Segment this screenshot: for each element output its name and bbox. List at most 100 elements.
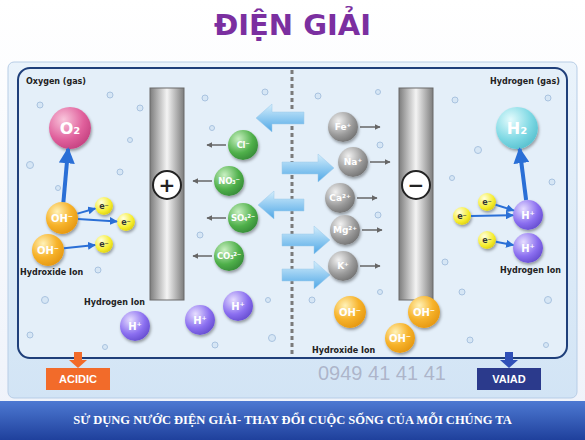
- bubble: [202, 95, 208, 101]
- bubble: [56, 186, 61, 191]
- electron: e⁻: [478, 193, 496, 211]
- bubble: [210, 126, 215, 131]
- node-text: e⁻: [457, 212, 467, 221]
- bubble: [269, 335, 276, 342]
- node-text: H⁺: [128, 321, 142, 332]
- bubble: [27, 332, 33, 338]
- node-text: K⁺: [337, 261, 349, 271]
- bubble: [137, 105, 143, 111]
- bubble: [95, 267, 101, 273]
- caption-band: SỬ DỤNG NƯỚC ĐIỆN GIẢI- THAY ĐỔI CUỘC SỐ…: [0, 401, 585, 440]
- bubble: [103, 345, 108, 350]
- node-text: −: [408, 173, 425, 197]
- annotation-label: Hydroxide Ion: [20, 268, 83, 277]
- bubble: [378, 290, 383, 295]
- electron-transfer-arrow: [471, 214, 513, 217]
- hydrogen-ion: H⁺: [513, 233, 543, 263]
- watermark: 0949 41 41 41: [318, 362, 446, 385]
- bubble: [450, 176, 455, 181]
- annotation-label: Hydroxide Ion: [312, 346, 375, 355]
- annotation-label: Hydrogen Ion: [84, 298, 145, 307]
- cation: Fe⁺: [328, 112, 358, 142]
- gas-release-arrow: [63, 149, 68, 202]
- panel-background: [8, 62, 577, 398]
- ion-motion-arrow: [207, 144, 226, 146]
- node-text: OH⁻: [51, 213, 73, 224]
- flow-arrow: [256, 104, 304, 132]
- node-text: e⁻: [99, 202, 109, 211]
- hydrogen-ion: H⁺: [185, 305, 215, 335]
- hydroxide-ion: OH⁻: [334, 296, 366, 328]
- node-text: e⁻: [121, 218, 131, 227]
- node-text: H⁺: [193, 315, 207, 326]
- hydroxide-ion: OH⁻: [32, 234, 64, 266]
- outlet-arrow: [69, 352, 87, 368]
- bubble: [442, 259, 448, 265]
- bubble: [467, 337, 473, 343]
- electrode-sign: −: [401, 170, 431, 200]
- node-text: ACIDIC: [59, 373, 97, 385]
- electron-transfer-arrow: [64, 245, 95, 248]
- annotation-label: Hydrogen Ion: [500, 266, 561, 275]
- node-text: SO₄²⁻: [231, 213, 255, 223]
- node-text: Ca²⁺: [329, 193, 350, 203]
- hydroxide-ion: OH⁻: [46, 202, 78, 234]
- bubble: [37, 102, 43, 108]
- node-text: Fe⁺: [335, 122, 352, 132]
- bubble: [452, 97, 458, 103]
- anion: NO₃⁻: [214, 166, 244, 196]
- bubble: [475, 147, 482, 154]
- cation: Ca²⁺: [325, 183, 355, 213]
- hydroxide-ion: OH⁻: [385, 323, 415, 353]
- bubble: [266, 298, 271, 303]
- bubble: [544, 343, 549, 348]
- bubble: [212, 342, 218, 348]
- electron-transfer-arrow: [496, 242, 514, 245]
- anion: CO₃²⁻: [214, 241, 244, 271]
- electron: e⁻: [95, 235, 113, 253]
- cation: K⁺: [328, 251, 358, 281]
- electron: e⁻: [95, 197, 113, 215]
- bubble: [377, 142, 383, 148]
- anion: SO₄²⁻: [228, 203, 258, 233]
- ion-motion-arrow: [207, 217, 226, 219]
- flow-arrow: [282, 261, 330, 289]
- node-text: H⁺: [521, 210, 535, 221]
- ion-motion-arrow: [357, 197, 377, 199]
- bubble: [376, 90, 381, 95]
- node-text: VAIAD: [492, 373, 525, 385]
- annotation-label: Hydrogen (gas): [490, 77, 560, 86]
- bubble: [545, 297, 552, 304]
- hydrogen-ion: H⁺: [120, 311, 150, 341]
- outlet-box: VAIAD: [477, 368, 541, 390]
- annotation-label: Oxygen (gas): [26, 77, 86, 86]
- anion: Cl⁻: [228, 130, 258, 160]
- cation: Na⁺: [338, 147, 368, 177]
- electron: e⁻: [117, 213, 135, 231]
- node-text: OH⁻: [413, 307, 435, 318]
- node-text: OH⁻: [339, 307, 361, 318]
- bubble: [549, 179, 555, 185]
- ion-motion-arrow: [360, 265, 380, 267]
- flow-arrow: [282, 226, 330, 254]
- bubble: [459, 289, 465, 295]
- ion-motion-arrow: [360, 126, 380, 128]
- hydroxide-ion: OH⁻: [408, 296, 440, 328]
- node-text: OH⁻: [389, 333, 411, 344]
- outlet-arrow: [500, 352, 518, 368]
- anode-bar: [150, 88, 184, 300]
- bubble: [545, 95, 551, 101]
- bubble: [27, 162, 34, 169]
- caption-text: SỬ DỤNG NƯỚC ĐIỆN GIẢI- THAY ĐỔI CUỘC SỐ…: [67, 413, 517, 428]
- bubble: [309, 297, 315, 303]
- ion-motion-arrow: [193, 255, 212, 257]
- electrode-sign: +: [152, 170, 182, 200]
- bubble: [197, 232, 203, 238]
- gas-molecule: O₂: [49, 107, 91, 149]
- bubble: [128, 138, 133, 143]
- node-text: e⁻: [99, 240, 109, 249]
- bubble: [315, 93, 321, 99]
- diagram-title: ĐIỆN GIẢI: [0, 8, 585, 42]
- bubble: [107, 92, 113, 98]
